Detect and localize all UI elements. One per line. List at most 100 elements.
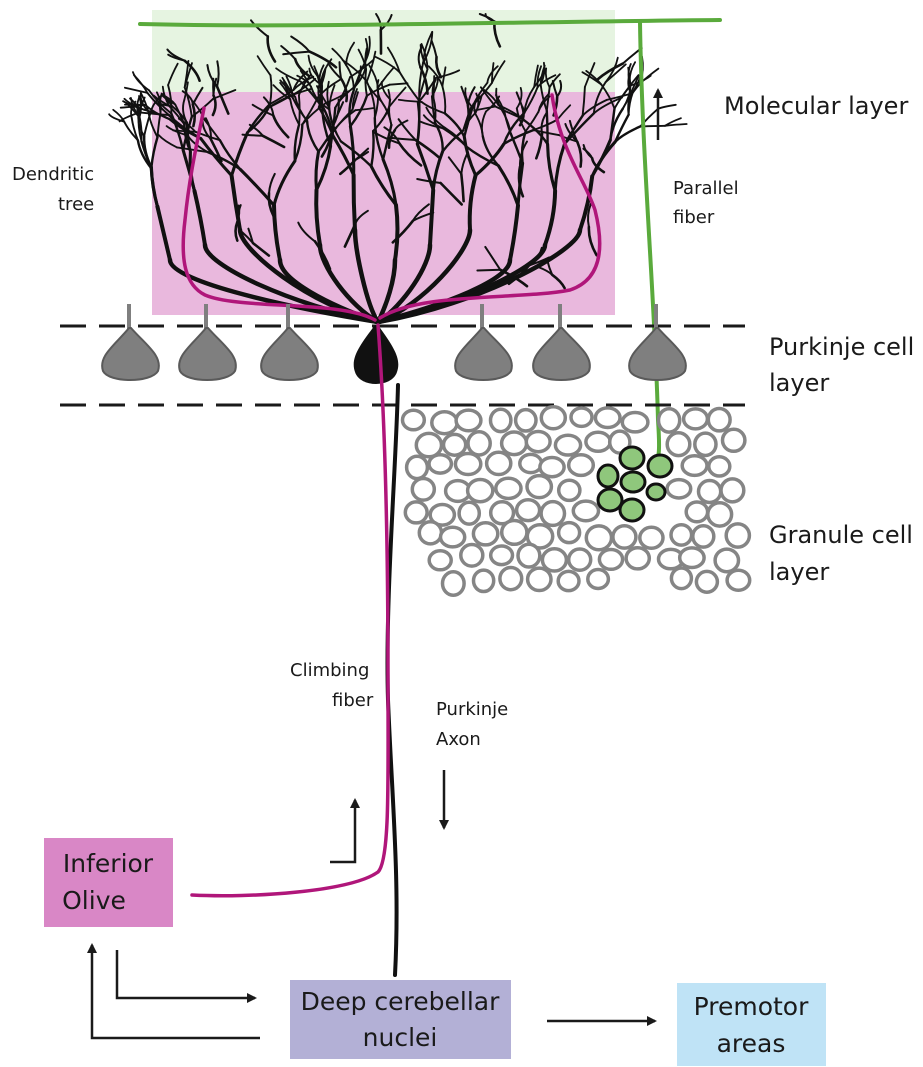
purkinje-cell	[455, 304, 512, 380]
granule-cell	[429, 551, 451, 570]
granule-cell-layer-label-2: layer	[769, 558, 829, 586]
parallel-fiber-label-2: fiber	[673, 207, 715, 228]
dendritic-tree-label-1: Dendritic	[12, 164, 94, 185]
granule-cell	[473, 523, 497, 545]
granule-cell	[696, 571, 717, 592]
granule-cell	[412, 479, 434, 501]
granule-cell	[518, 544, 540, 567]
granule-cell	[599, 550, 622, 570]
purkinje-cell	[533, 304, 590, 380]
granule-cell	[595, 408, 620, 428]
granule-cell	[695, 433, 716, 455]
granule-cell	[613, 526, 636, 548]
granule-cell	[468, 480, 493, 502]
granule-cell	[555, 435, 580, 455]
purkinje-cell	[629, 304, 686, 380]
granule-cell	[541, 502, 564, 526]
premotor-label-2: areas	[717, 1029, 786, 1058]
granule-cell	[540, 458, 564, 477]
purkinje-cell	[179, 304, 236, 380]
granule-cell	[684, 409, 708, 429]
granule-cell	[441, 527, 465, 547]
granule-cell	[432, 412, 457, 434]
purkinje-cell-layer-label-1: Purkinje cell	[769, 333, 914, 361]
premotor-label-1: Premotor	[694, 992, 809, 1021]
green-granule-cells	[598, 447, 672, 521]
granule-cell	[569, 455, 594, 476]
granule-cell	[474, 570, 494, 591]
granule-cell	[559, 480, 580, 500]
granule-cell	[405, 502, 427, 523]
purkinje-cell	[102, 304, 159, 380]
granule-cell	[419, 522, 441, 544]
granule-cell	[640, 527, 663, 548]
climbing-fiber	[192, 325, 388, 896]
granule-cell	[541, 407, 565, 429]
granule-cell	[726, 524, 749, 547]
granule-cell-cluster	[403, 407, 750, 596]
granule-cell-layer-label-1: Granule cell	[769, 521, 913, 549]
granule-cell	[586, 526, 611, 550]
granule-cell	[528, 568, 551, 590]
inferior-olive-label-2: Olive	[62, 886, 126, 915]
granule-cell	[491, 409, 511, 431]
granule-cell	[671, 525, 692, 545]
granule-cell	[443, 572, 465, 595]
granule-cell	[573, 501, 598, 521]
purkinje-cell	[261, 304, 318, 380]
granule-cell	[721, 479, 744, 502]
climbing-fiber-label-1: Climbing	[290, 660, 369, 681]
granule-cell	[502, 432, 527, 455]
granule-cell	[715, 549, 738, 572]
granule-cell	[429, 455, 451, 473]
granule-cell	[709, 457, 730, 476]
granule-cell	[682, 456, 707, 476]
granule-cell	[708, 503, 732, 526]
climbing-fiber-label-2: fiber	[332, 690, 374, 711]
granule-cell	[527, 476, 551, 498]
granule-cell	[500, 568, 522, 590]
granule-cell	[667, 480, 691, 498]
purkinje-axon-label-1: Purkinje	[436, 699, 508, 720]
granule-cell	[708, 409, 730, 431]
granule-cell	[516, 410, 536, 431]
granule-cell	[667, 433, 690, 456]
granule-cell	[496, 478, 521, 498]
granule-cell	[558, 571, 579, 590]
deep-cerebellar-label-1: Deep cerebellar	[301, 987, 501, 1016]
granule-cell	[559, 523, 580, 543]
granule-cell	[542, 549, 566, 571]
granule-cell	[407, 456, 428, 478]
granule-cell	[680, 548, 704, 568]
granule-cell	[491, 546, 513, 565]
granule-cell	[459, 502, 479, 524]
molecular-layer-label: Molecular layer	[724, 92, 908, 120]
granule-cell	[693, 526, 714, 547]
deep-cerebellar-label-2: nuclei	[363, 1023, 438, 1052]
granule-cell	[571, 408, 592, 426]
granule-cell	[586, 432, 610, 451]
granule-cell	[444, 434, 466, 455]
granule-cell	[517, 500, 540, 521]
granule-cell	[403, 410, 425, 430]
highlighted-purkinje-cell	[354, 325, 399, 384]
granule-cell	[455, 454, 480, 475]
dendritic-tree-label-2: tree	[58, 194, 94, 215]
granule-cell	[723, 429, 745, 451]
granule-cell	[699, 481, 721, 503]
granule-cell	[622, 413, 648, 432]
granule-cell	[487, 452, 511, 474]
arrow-to-deep-nuclei	[117, 950, 255, 998]
granule-cell	[520, 454, 542, 472]
granule-cell	[502, 521, 527, 545]
granule-cell	[671, 568, 691, 589]
granule-cell	[461, 545, 483, 567]
granule-cell	[686, 502, 707, 522]
granule-cell	[727, 570, 750, 590]
granule-cell	[526, 432, 550, 452]
inferior-olive-label-1: Inferior	[63, 849, 154, 878]
granule-cell	[569, 549, 591, 570]
granule-cell	[468, 432, 490, 455]
purkinje-axon-label-2: Axon	[436, 729, 481, 750]
